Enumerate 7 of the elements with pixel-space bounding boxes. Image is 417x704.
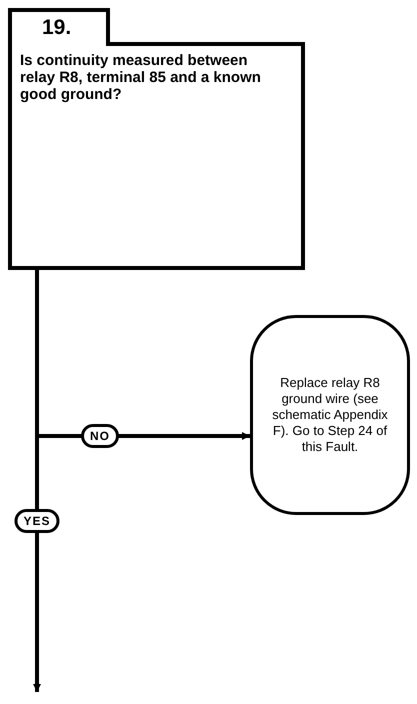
- question-text: Is continuity measured between relay R8, terminal 85 and a known good ground?: [20, 52, 262, 103]
- arrow: [33, 270, 41, 692]
- action-box: [250, 315, 410, 515]
- edge-label: NO: [81, 424, 119, 448]
- edge-label: YES: [14, 509, 60, 533]
- step-number: 19.: [8, 8, 110, 46]
- action-text: Replace relay R8 ground wire (see schematic Appendix F). Go to Step 24 of this Fault.: [271, 375, 389, 455]
